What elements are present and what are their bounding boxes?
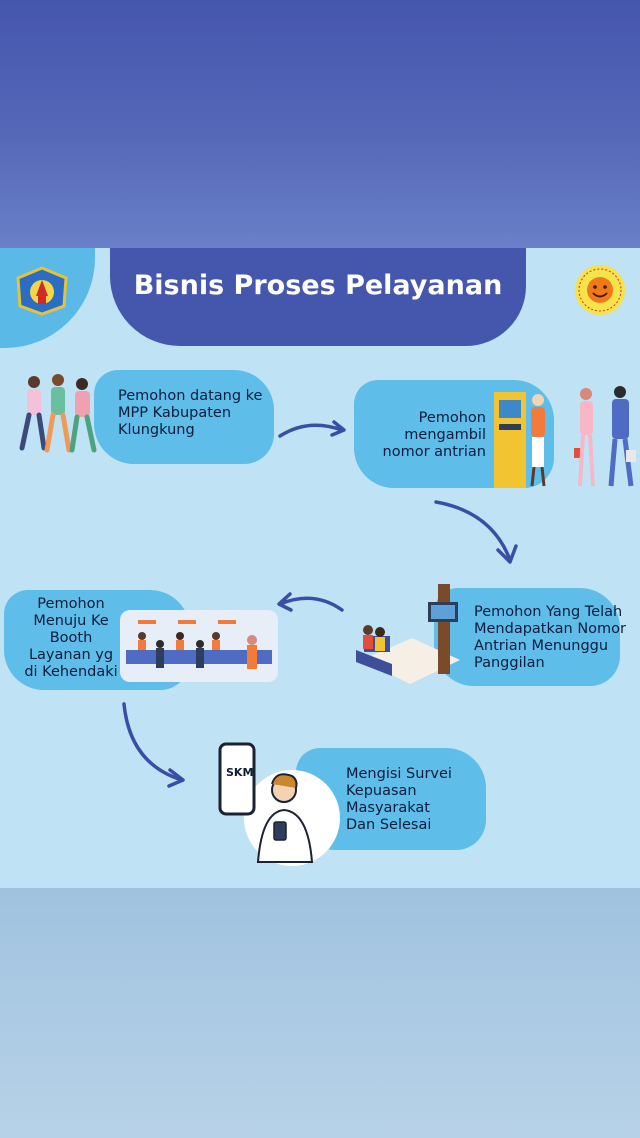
- step-3-label: Pemohon Yang Telah Mendapatkan Nomor Ant…: [474, 604, 634, 672]
- step-5-line-1: Mengisi Survei: [346, 766, 452, 782]
- step-2-line-2: mengambil: [404, 427, 486, 443]
- klungkung-emblem-icon: [16, 266, 68, 316]
- survey-person-illustration: [218, 742, 340, 866]
- arrow-step-1-to-2: [278, 420, 346, 438]
- step-3-line-3: Antrian Menunggu: [474, 638, 609, 654]
- step-5-line-4: Dan Selesai: [346, 817, 432, 833]
- arrow-step-3-to-4: [277, 592, 344, 612]
- step-4-line-1: Pemohon: [37, 596, 105, 612]
- step-4-line-5: di Kehendaki: [24, 664, 118, 680]
- step-1-line-2: MPP Kabupaten: [118, 405, 232, 421]
- step-4-label: Pemohon Menuju Ke Booth Layanan yg di Ke…: [8, 596, 134, 681]
- service-booth-illustration: [120, 610, 278, 682]
- process-infographic: Bisnis Proses Pelayanan Pemohon datang k…: [0, 248, 640, 888]
- step-1-line-3: Klungkung: [118, 422, 195, 438]
- step-5-label: Mengisi Survei Kepuasan Masyarakat Dan S…: [346, 766, 486, 834]
- smiley-badge-icon: [575, 265, 625, 315]
- step-3-bubble: [434, 588, 620, 686]
- step-3-line-1: Pemohon Yang Telah: [474, 604, 623, 620]
- step-3-line-4: Panggilan: [474, 655, 545, 671]
- walking-people-illustration: [19, 374, 97, 453]
- step-5-line-3: Masyarakat: [346, 800, 430, 816]
- arrow-step-4-to-5: [122, 702, 185, 788]
- step-4-line-4: Layanan yg: [28, 647, 114, 663]
- step-1-line-1: Pemohon datang ke: [118, 388, 263, 404]
- step-2-line-3: nomor antrian: [382, 444, 486, 460]
- queue-kiosk-illustration: [494, 386, 636, 488]
- step-4-line-3: Booth: [49, 630, 93, 646]
- step-1-label: Pemohon datang ke MPP Kabupaten Klungkun…: [118, 388, 268, 439]
- step-1-bubble: [94, 370, 274, 464]
- title-banner: [110, 248, 526, 346]
- arrow-step-2-to-3: [434, 500, 518, 564]
- page-title: Bisnis Proses Pelayanan: [133, 270, 503, 301]
- skm-label: SKM: [226, 766, 254, 779]
- step-2-label: Pemohon mengambil nomor antrian: [362, 410, 486, 461]
- waiting-room-illustration: [356, 584, 460, 684]
- step-3-line-2: Mendapatkan Nomor: [474, 621, 626, 637]
- step-4-line-2: Menuju Ke: [33, 613, 109, 629]
- step-5-line-2: Kepuasan: [346, 783, 417, 799]
- bottom-background: [0, 888, 640, 1138]
- top-background: [0, 0, 640, 248]
- step-2-line-1: Pemohon: [418, 410, 486, 426]
